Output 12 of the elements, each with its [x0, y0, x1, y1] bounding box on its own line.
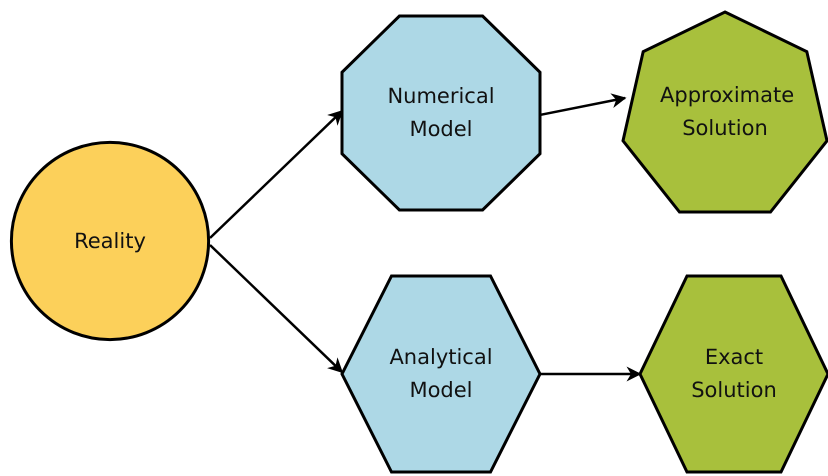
hexagon-node: [342, 276, 540, 472]
arrow: [540, 366, 642, 382]
arrow: [209, 244, 344, 374]
octagon-node: [342, 16, 540, 210]
heptagon-node: [623, 12, 827, 212]
node-label: Analytical Model: [388, 344, 494, 404]
circle-node: [10, 141, 210, 341]
arrow: [540, 93, 626, 116]
hexagon-node: [640, 276, 828, 472]
node-label: Reality: [73, 228, 147, 254]
node-label: Numerical Model: [386, 83, 496, 143]
node-label: Exact Solution: [690, 344, 778, 404]
